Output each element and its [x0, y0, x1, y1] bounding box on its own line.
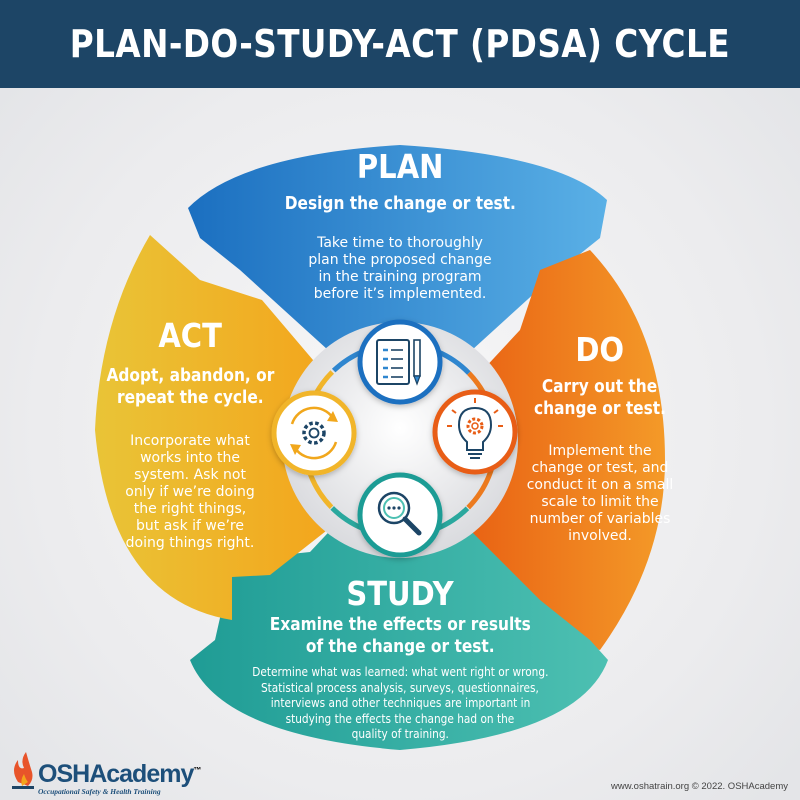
do-heading: DO — [575, 330, 625, 369]
lightbulb-with-gear-icon — [432, 389, 518, 475]
act-body-line: system. Ask not — [134, 467, 246, 483]
act-body-line: doing things right. — [125, 535, 255, 551]
title-banner: PLAN-DO-STUDY-ACT (PDSA) CYCLE — [0, 0, 800, 88]
plan-body-line: plan the proposed change — [308, 252, 492, 268]
do-body-line: conduct it on a small — [526, 477, 674, 493]
study-subheading: Examine the effects or results of the ch… — [269, 615, 531, 657]
do-body-line: number of variables — [529, 511, 671, 527]
do-body: Implement the change or test, and conduc… — [505, 443, 695, 545]
study-body-line: Determine what was learned: what went ri… — [251, 665, 549, 679]
copyright-credit: www.oshatrain.org © 2022. OSHAcademy — [610, 781, 788, 792]
study-body-line: Statistical process analysis, surveys, q… — [261, 680, 539, 695]
plan-subheading: Design the change or test. — [284, 194, 516, 214]
act-body: Incorporate what works into the system. … — [100, 433, 280, 552]
act-body-line: Incorporate what — [130, 433, 250, 449]
do-body-line: change or test, and — [531, 460, 669, 476]
act-subheading: Adopt, abandon, or repeat the cycle. — [106, 366, 274, 408]
act-segment — [95, 235, 340, 620]
plan-body-line: in the training program — [318, 269, 482, 285]
study-segment — [190, 520, 608, 750]
do-segment — [450, 250, 665, 650]
act-heading: ACT — [158, 316, 222, 355]
plan-body-line: before it’s implemented. — [313, 286, 487, 302]
act-body-line: the right things, — [133, 501, 247, 517]
plan-body-line: Take time to thoroughly — [317, 235, 483, 251]
cycle-arrows-with-gear-icon — [271, 390, 357, 476]
do-subheading: Carry out the change or test. — [534, 377, 666, 419]
plan-body: Take time to thoroughly plan the propose… — [250, 235, 550, 303]
center-hub — [282, 322, 518, 558]
plan-segment — [188, 145, 607, 350]
do-body-line: involved. — [568, 528, 632, 544]
study-body-line: interviews and other techniques are impo… — [270, 696, 530, 710]
study-body-line: quality of training. — [351, 727, 449, 741]
study-heading: STUDY — [346, 574, 454, 613]
page-title: PLAN-DO-STUDY-ACT (PDSA) CYCLE — [69, 22, 731, 66]
osh-flame-logo-icon — [12, 752, 34, 789]
study-body-line: studying the effects the change had on t… — [285, 711, 515, 726]
logo-tagline: Occupational Safety & Health Training — [38, 787, 161, 796]
plan-heading: PLAN — [356, 147, 444, 186]
study-body: Determine what was learned: what went ri… — [200, 665, 600, 743]
act-body-line: works into the — [140, 450, 240, 466]
magnifying-glass-icon — [357, 472, 443, 558]
logo-wordmark: OSHAcademy™ — [38, 760, 201, 788]
do-body-line: scale to limit the — [541, 494, 659, 510]
act-body-line: but ask if we’re — [136, 518, 244, 534]
checklist-with-pencil-icon — [357, 319, 443, 405]
do-body-line: Implement the — [548, 443, 652, 459]
act-body-line: only if we’re doing — [125, 484, 255, 500]
